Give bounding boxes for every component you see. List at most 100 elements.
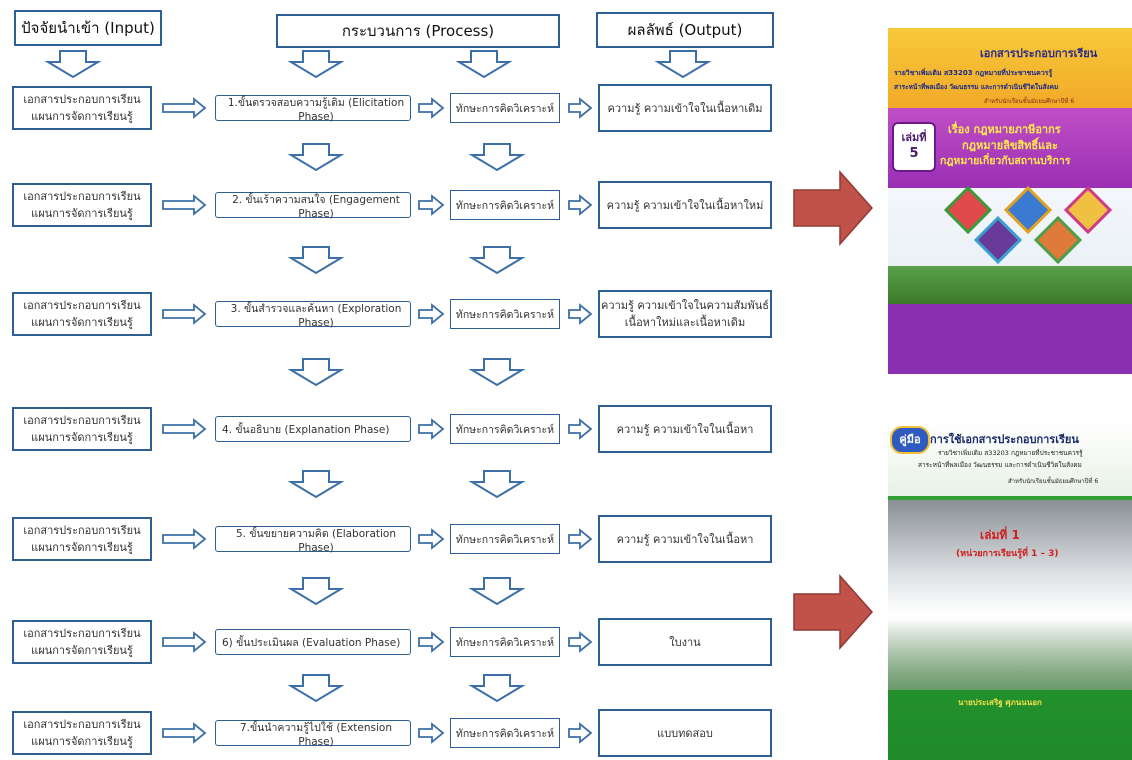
input-line-4-2: แผนการจัดการเรียนรู้ [31,431,133,444]
skill-box-3: ทักษะการคิดวิเคราะห์ [450,299,560,329]
input-box-7: เอกสารประกอบการเรียนแผนการจัดการเรียนรู้ [12,711,152,755]
arrow-down-skill-4 [468,470,526,499]
input-line-5-2: แผนการจัดการเรียนรู้ [31,541,133,554]
skill-box-1: ทักษะการคิดวิเคราะห์ [450,93,560,123]
arrow-down-output-header [654,50,712,79]
arrow-down-process-6 [287,674,345,703]
cover1-top-band [888,28,1132,108]
process-box-4: 4. ขั้นอธิบาย (Explanation Phase) [215,416,411,442]
cover1-diamond-icons [943,185,1113,265]
arrow-input-to-process-5 [162,528,207,550]
skill-label-4: ทักษะการคิดวิเคราะห์ [455,423,555,436]
arrow-down-process-2 [287,246,345,275]
arrow-to-cover-2 [793,574,874,650]
input-line-1-2: แผนการจัดการเรียนรู้ [31,110,133,123]
input-line-6-2: แผนการจัดการเรียนรู้ [31,644,133,657]
process-box-6: 6) ขั้นประเมินผล (Evaluation Phase) [215,629,411,655]
arrow-process-to-skill-7 [418,722,445,744]
skill-box-6: ทักษะการคิดวิเคราะห์ [450,627,560,657]
input-box-1: เอกสารประกอบการเรียนแผนการจัดการเรียนรู้ [12,86,152,130]
input-box-4: เอกสารประกอบการเรียนแผนการจัดการเรียนรู้ [12,407,152,451]
cover1-topic-2: กฎหมายลิขสิทธิ์และ [962,139,1058,152]
header-process: กระบวนการ (Process) [276,14,560,48]
skill-box-5: ทักษะการคิดวิเคราะห์ [450,524,560,554]
arrow-down-skill-5 [468,577,526,606]
output-box-6: ใบงาน [598,618,772,666]
cover2-badge: คู่มือ [890,426,930,454]
cover1-skyline [888,266,1132,304]
input-line-3-1: เอกสารประกอบการเรียน [23,299,141,312]
cover2-units: (หน่วยการเรียนรู้ที่ 1 – 3) [956,549,1059,559]
cover2-course: รายวิชาเพิ่มเติม ส33203 กฎหมายที่ประชาชน… [938,449,1083,457]
arrow-process-to-skill-1 [418,97,445,119]
process-label-3: 3. ขั้นสำรวจและค้นหา (Exploration Phase) [230,302,402,329]
header-input: ปัจจัยนำเข้า (Input) [14,10,162,46]
book-cover-2: คู่มือ การใช้เอกสารประกอบการเรียน รายวิช… [888,420,1132,760]
arrow-down-skill-3 [468,358,526,387]
arrow-down-skill-header [455,50,513,79]
arrow-down-skill-6 [468,674,526,703]
arrow-down-skill-2 [468,246,526,275]
arrow-down-input-header [44,50,102,79]
cover2-level: สำหรับนักเรียนชั้นมัธยมศึกษาปีที่ 6 [1008,478,1099,485]
input-line-5-1: เอกสารประกอบการเรียน [23,524,141,537]
cover2-skyline [888,620,1132,690]
cover2-title: การใช้เอกสารประกอบการเรียน [930,433,1079,446]
process-label-4: 4. ขั้นอธิบาย (Explanation Phase) [222,423,390,436]
output-line-5-1: ความรู้ ความเข้าใจในเนื้อหา [616,532,754,546]
process-label-7: 7.ขั้นนำความรู้ไปใช้ (Extension Phase) [239,721,392,748]
arrow-down-process-header [287,50,345,79]
input-line-2-2: แผนการจัดการเรียนรู้ [31,207,133,220]
arrow-skill-to-output-7 [568,722,593,744]
arrow-skill-to-output-4 [568,418,593,440]
skill-box-4: ทักษะการคิดวิเคราะห์ [450,414,560,444]
skill-label-5: ทักษะการคิดวิเคราะห์ [455,533,555,546]
output-line-1-1: ความรู้ ความเข้าใจในเนื้อหาเดิม [607,101,763,115]
cover1-strand: สาระหน้าที่พลเมือง วัฒนธรรม และการดำเนิน… [894,83,1059,91]
cover2-author: นายประเสริฐ ศุภนนนอก [958,698,1042,707]
arrow-down-process-3 [287,358,345,387]
process-label-5: 5. ขั้นขยายความคิด (Elaboration Phase) [235,527,397,554]
cover1-topic-3: กฎหมายเกี่ยวกับสถานบริการ [940,155,1071,167]
output-line-3-1: ความรู้ ความเข้าใจในความสัมพันธ์ [601,299,769,312]
input-line-7-1: เอกสารประกอบการเรียน [23,718,141,731]
arrow-input-to-process-7 [162,722,207,744]
arrow-down-skill-1 [468,143,526,172]
skill-label-2: ทักษะการคิดวิเคราะห์ [455,199,555,212]
arrow-input-to-process-4 [162,418,207,440]
output-box-4: ความรู้ ความเข้าใจในเนื้อหา [598,405,772,453]
input-box-5: เอกสารประกอบการเรียนแผนการจัดการเรียนรู้ [12,517,152,561]
output-line-4-1: ความรู้ ความเข้าใจในเนื้อหา [616,422,754,436]
skill-box-7: ทักษะการคิดวิเคราะห์ [450,718,560,748]
output-box-7: แบบทดสอบ [598,709,772,757]
arrow-input-to-process-3 [162,303,207,325]
output-line-3-2: เนื้อหาใหม่และเนื้อหาเดิม [624,316,746,329]
input-line-3-2: แผนการจัดการเรียนรู้ [31,316,133,329]
output-line-2-1: ความรู้ ความเข้าใจในเนื้อหาใหม่ [606,198,764,212]
process-label-6: 6) ขั้นประเมินผล (Evaluation Phase) [222,636,401,649]
arrow-input-to-process-1 [162,97,207,119]
skill-label-6: ทักษะการคิดวิเคราะห์ [455,636,555,649]
output-box-5: ความรู้ ความเข้าใจในเนื้อหา [598,515,772,563]
arrow-skill-to-output-3 [568,303,593,325]
output-box-1: ความรู้ ความเข้าใจในเนื้อหาเดิม [598,84,772,132]
skill-label-3: ทักษะการคิดวิเคราะห์ [455,308,555,321]
header-output: ผลลัพธ์ (Output) [596,12,774,48]
arrow-process-to-skill-6 [418,631,445,653]
process-box-1: 1.ขั้นตรวจสอบความรู้เดิม (Elicitation Ph… [215,95,411,123]
arrow-input-to-process-6 [162,631,207,653]
cover1-topic-1: เรื่อง กฎหมายภาษีอากร [948,123,1061,136]
cover2-strand: สาระหน้าที่พลเมือง วัฒนธรรม และการดำเนิน… [918,461,1082,469]
arrow-input-to-process-2 [162,194,207,216]
process-box-3: 3. ขั้นสำรวจและค้นหา (Exploration Phase) [215,301,411,329]
process-box-7: 7.ขั้นนำความรู้ไปใช้ (Extension Phase) [215,720,411,748]
arrow-skill-to-output-5 [568,528,593,550]
arrow-down-process-5 [287,577,345,606]
output-line-6-1: ใบงาน [669,635,701,649]
arrow-process-to-skill-3 [418,303,445,325]
cover1-level: สำหรับนักเรียนชั้นมัธยมศึกษาปีที่ 6 [984,98,1075,105]
process-box-2: 2. ขั้นเร้าความสนใจ (Engagement Phase) [215,192,411,220]
output-box-3: ความรู้ ความเข้าใจในความสัมพันธ์เนื้อหาใ… [598,290,772,338]
skill-box-2: ทักษะการคิดวิเคราะห์ [450,190,560,220]
input-box-2: เอกสารประกอบการเรียนแผนการจัดการเรียนรู้ [12,183,152,227]
